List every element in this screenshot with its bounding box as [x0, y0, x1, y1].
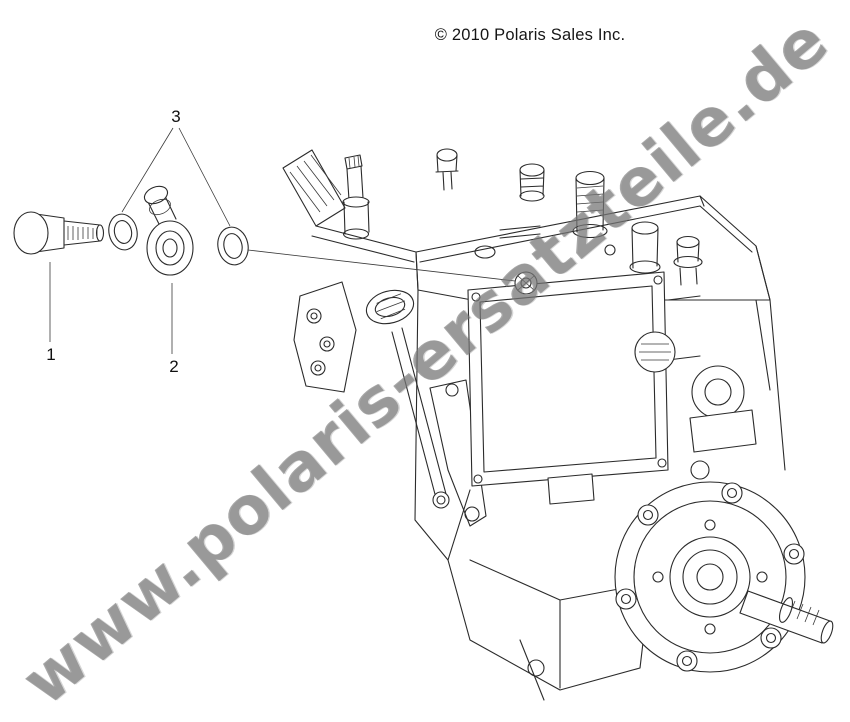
engine-flange-drawing [614, 481, 834, 673]
part-washer-a-drawing [108, 213, 138, 251]
engine-center-panel [467, 271, 669, 505]
engine-mounting-port [514, 271, 538, 295]
part-plug-drawing [13, 211, 105, 255]
engine-pump-body [634, 245, 786, 480]
copyright-text: © 2010 Polaris Sales Inc. [434, 26, 626, 44]
engine-side-bracket [293, 281, 357, 393]
callout-leader-lines [49, 127, 516, 354]
callout-label-2: 2 [169, 357, 179, 376]
part-washer-b-drawing [217, 226, 249, 266]
engine-bracket-hatched [282, 149, 417, 263]
flange-bolt-holes [615, 482, 805, 672]
engine-pushrods [391, 289, 487, 561]
engine-lower-block [447, 489, 649, 701]
loose-parts-drawing [13, 185, 249, 276]
callout-label-3: 3 [171, 107, 181, 126]
flange-output-shaft [739, 590, 834, 644]
engine-spring-part [365, 289, 415, 325]
engine-top-fittings [342, 148, 703, 286]
part-fitting-drawing [143, 185, 194, 276]
engine-assembly-drawing [282, 148, 834, 701]
callout-label-1: 1 [46, 345, 56, 364]
